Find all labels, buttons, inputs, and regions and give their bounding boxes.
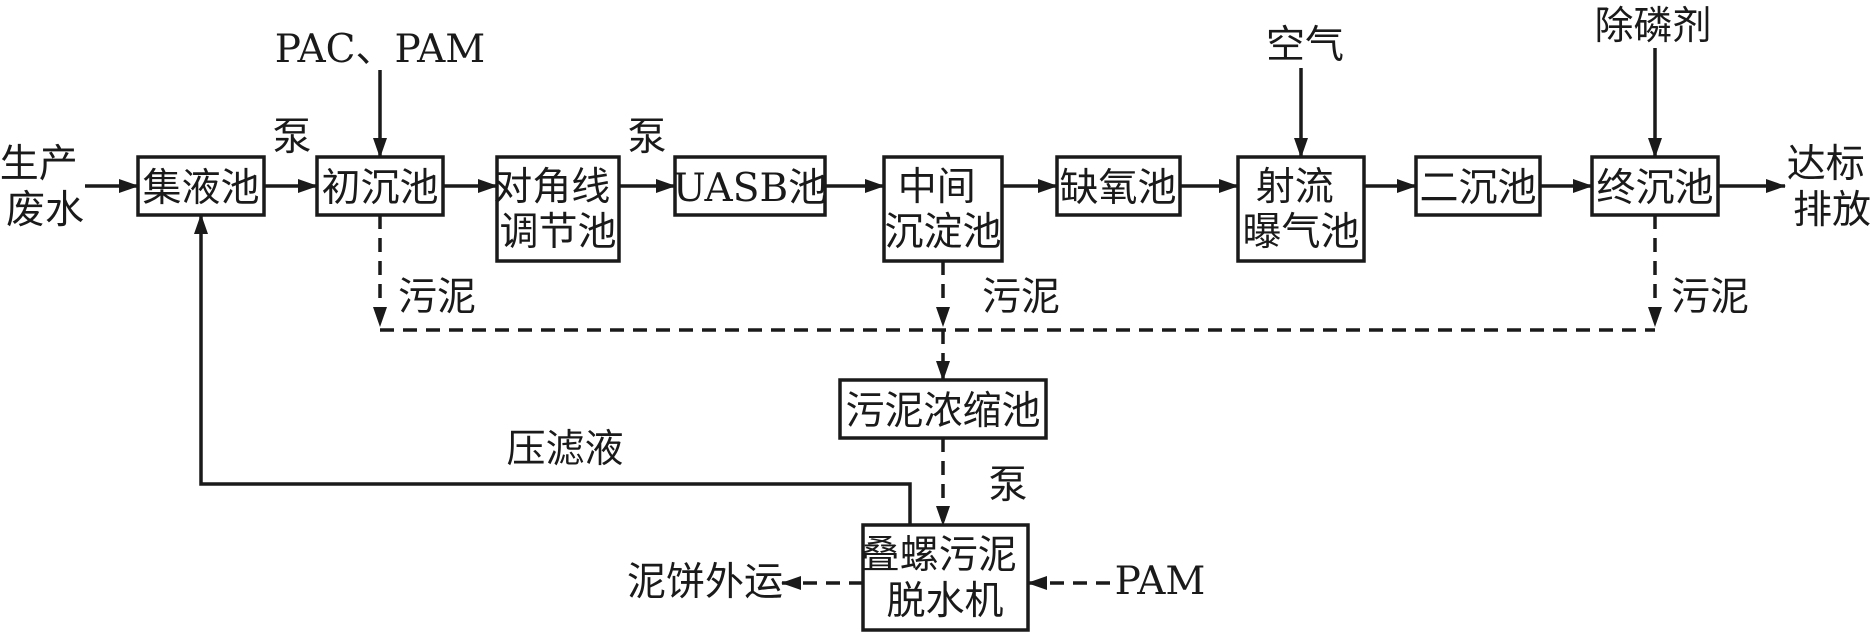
pac-pam-label: PAC、PAM [275,27,485,72]
sludge-label-3: 污泥 [1671,275,1749,320]
air-label: 空气 [1266,23,1344,68]
pump-label-3: 泵 [988,463,1027,508]
discharge-label: 达标 排放 [1787,142,1871,233]
secondary-settling-tank-label: 二沉池 [1419,166,1536,211]
pump-label-2: 泵 [627,115,666,160]
sludge-thickener-label: 污泥浓缩池 [845,389,1040,434]
jet-aeration-tank-label: 射流 曝气池 [1242,165,1359,255]
uasb-tank-label: UASB池 [673,166,827,211]
sludge-label-1: 污泥 [398,275,476,320]
secondary-settling-tank: 二沉池 [1414,155,1542,217]
collection-tank: 集液池 [136,155,266,217]
filtrate-label: 压滤液 [506,427,623,472]
filtrate-return-line [194,214,912,525]
final-settling-tank: 终沉池 [1590,155,1720,217]
final-settling-tank-label: 终沉池 [1596,166,1713,211]
phosphorus-agent-label: 除磷剂 [1594,4,1711,49]
pump-label-1: 泵 [272,115,311,160]
sludge-label-2: 污泥 [982,275,1060,320]
intermediate-settling-tank-label: 中间 沉淀池 [884,165,1001,255]
screw-press-dewaterer-label: 叠螺污泥 脱水机 [861,533,1029,624]
equalization-tank-label: 对角线 调节池 [493,165,622,255]
jet-aeration-tank: 射流 曝气池 [1236,155,1366,263]
intermediate-settling-tank: 中间 沉淀池 [882,155,1004,263]
primary-settling-tank-label: 初沉池 [321,166,438,211]
screw-press-dewaterer: 叠螺污泥 脱水机 [861,523,1030,632]
anoxic-tank-label: 缺氧池 [1059,166,1176,211]
anoxic-tank: 缺氧池 [1055,155,1182,217]
uasb-tank: UASB池 [673,155,827,217]
raw-water-label: 生产 废水 [0,142,90,233]
equalization-tank: 对角线 调节池 [493,155,622,263]
pam-dewatering-label: PAM [1115,559,1206,604]
sludge-thickener: 污泥浓缩池 [838,378,1048,440]
primary-settling-tank: 初沉池 [315,155,445,217]
collection-tank-label: 集液池 [142,166,259,211]
cake-out-label: 泥饼外运 [627,560,783,605]
